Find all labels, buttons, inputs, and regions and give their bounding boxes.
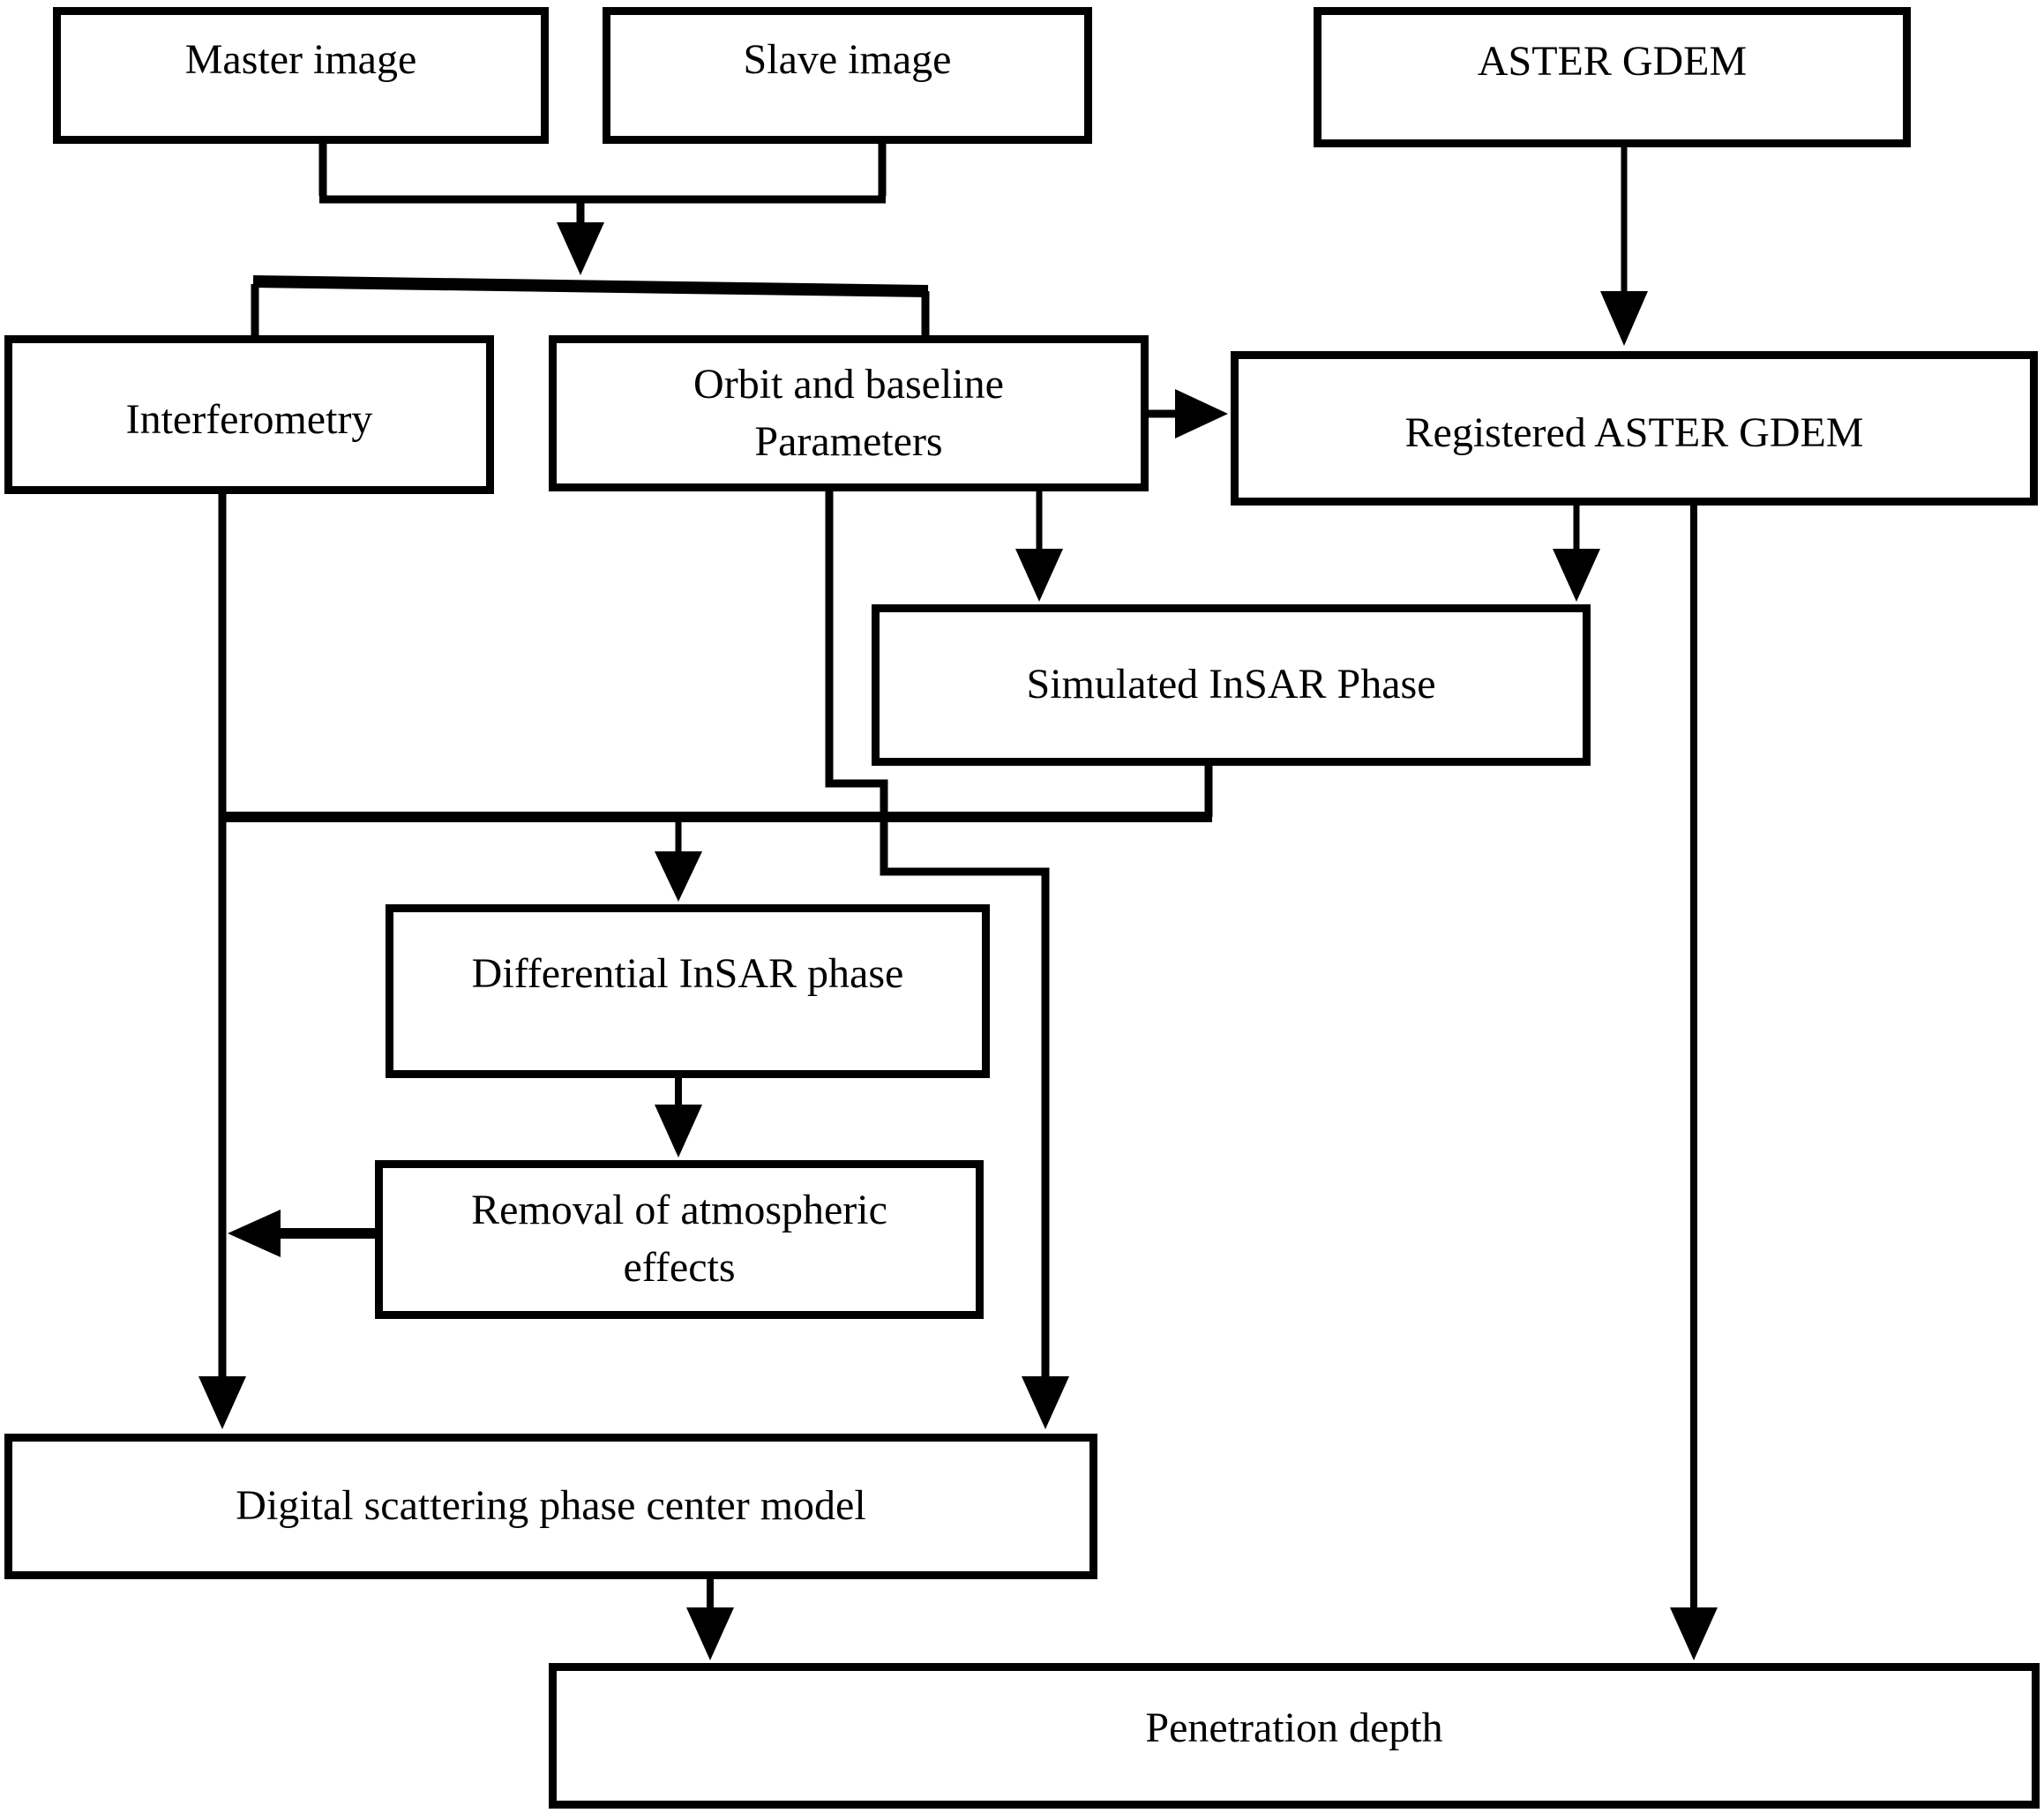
node-differential-insar-phase-label: Differential InSAR phase — [471, 950, 904, 997]
node-interferometry-label: Interferometry — [125, 395, 373, 443]
node-orbit-baseline-parameters: Orbit and baseline Parameters — [549, 335, 1149, 491]
edge-interferometry-digital — [198, 494, 246, 1429]
edge-join-split — [251, 275, 930, 335]
edge-registered-penetration — [1670, 506, 1718, 1660]
edge-orbit-digital — [825, 491, 1069, 1429]
node-simulated-insar-phase: Simulated InSAR Phase — [872, 604, 1591, 766]
node-registered-aster-gdem: Registered ASTER GDEM — [1231, 351, 2038, 506]
edge-master-slave-join — [318, 144, 887, 275]
node-removal-atmospheric-effects-label: Removal of atmospheric effects — [471, 1187, 887, 1291]
node-aster-gdem: ASTER GDEM — [1314, 7, 1911, 147]
node-aster-gdem-label: ASTER GDEM — [1477, 38, 1748, 86]
node-interferometry: Interferometry — [4, 335, 494, 494]
edge-bus-differential — [655, 817, 702, 902]
node-digital-scattering-phase-center-model: Digital scattering phase center model — [4, 1434, 1097, 1579]
node-penetration-depth: Penetration depth — [549, 1663, 2040, 1809]
edge-differential-removal — [655, 1078, 702, 1157]
edge-aster-registered — [1600, 147, 1648, 346]
node-slave-image-label: Slave image — [743, 36, 952, 84]
edge-orbit-registered — [1149, 389, 1228, 438]
node-master-image: Master image — [53, 7, 549, 144]
edge-removal-feedback — [228, 1210, 375, 1257]
node-simulated-insar-phase-label: Simulated InSAR Phase — [1026, 661, 1436, 708]
node-orbit-baseline-parameters-label: Orbit and baseline Parameters — [693, 360, 1004, 465]
node-penetration-depth-label: Penetration depth — [1145, 1704, 1443, 1752]
edge-orbit-simulated — [1015, 491, 1063, 602]
node-registered-aster-gdem-label: Registered ASTER GDEM — [1404, 409, 1864, 457]
node-removal-atmospheric-effects: Removal of atmospheric effects — [375, 1160, 984, 1319]
node-differential-insar-phase: Differential InSAR phase — [386, 904, 990, 1078]
edge-registered-simulated — [1553, 506, 1600, 602]
node-master-image-label: Master image — [184, 36, 417, 84]
node-slave-image: Slave image — [603, 7, 1092, 144]
edge-simulated-bus — [219, 766, 1213, 822]
node-digital-scattering-phase-center-model-label: Digital scattering phase center model — [236, 1482, 866, 1530]
edge-digital-penetration — [686, 1579, 734, 1660]
